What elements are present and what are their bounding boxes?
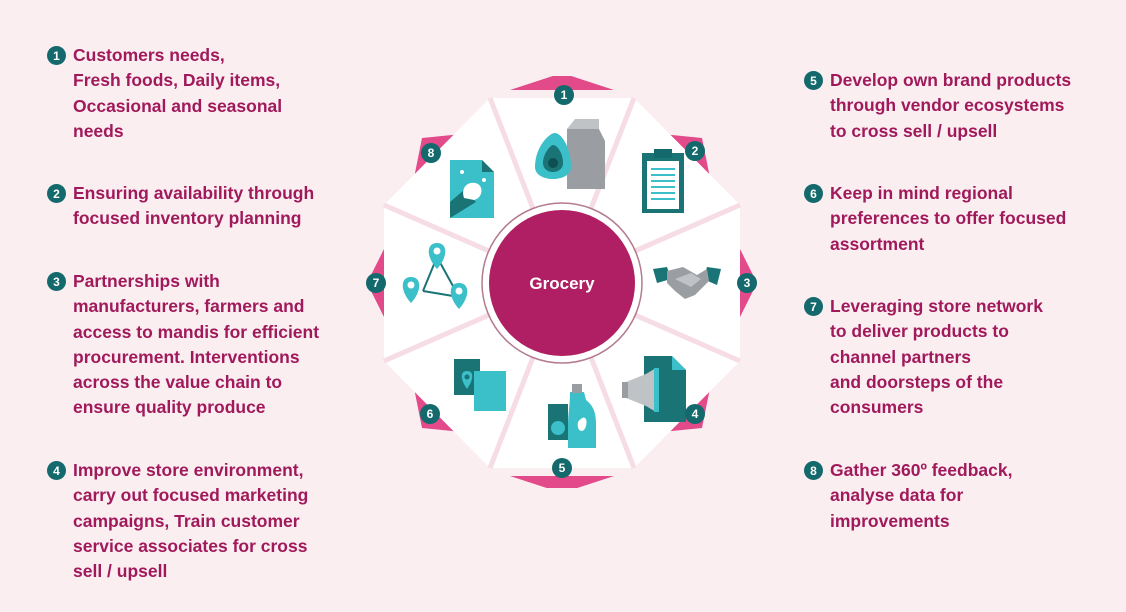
list-item: 1 Customers needs, Fresh foods, Daily it… [47, 43, 282, 144]
map-pin-icon [454, 359, 506, 411]
step-text: Develop own brand products through vendo… [830, 70, 1072, 141]
step-text: Keep in mind regional preferences to off… [830, 183, 1067, 254]
svg-text:5: 5 [559, 461, 566, 475]
step-number-badge: 6 [804, 184, 823, 203]
list-item: 5 Develop own brand products through ven… [804, 68, 1071, 144]
segment-badge: 7 [366, 273, 386, 293]
segment-badge: 3 [737, 273, 757, 293]
step-text: Gather 360º feedback, analyse data for i… [830, 460, 1013, 531]
svg-text:1: 1 [561, 88, 568, 102]
segment-badge: 2 [685, 141, 705, 161]
step-text: Ensuring availability through focused in… [73, 183, 315, 229]
star-spike [510, 76, 614, 90]
segment-badge: 8 [421, 143, 441, 163]
handshake-icon [653, 267, 721, 299]
segment-badge: 1 [554, 85, 574, 105]
step-text: Customers needs, Fresh foods, Daily item… [73, 45, 283, 141]
step-number-badge: 4 [47, 461, 66, 480]
segment-badge: 5 [552, 458, 572, 478]
list-item: 6 Keep in mind regional preferences to o… [804, 181, 1066, 257]
step-number-badge: 1 [47, 46, 66, 65]
center-circle [489, 210, 635, 356]
svg-text:2: 2 [692, 144, 699, 158]
list-item: 7 Leveraging store network to deliver pr… [804, 294, 1043, 420]
list-item: 2 Ensuring availability through focused … [47, 181, 314, 232]
step-text: Partnerships with manufacturers, farmers… [73, 271, 320, 418]
megaphone-icon [622, 356, 686, 422]
center-label: Grocery [529, 274, 595, 293]
feedback-document-icon [450, 160, 494, 218]
svg-text:6: 6 [427, 407, 434, 421]
step-number-badge: 8 [804, 461, 823, 480]
step-text: Improve store environment, carry out foc… [73, 460, 309, 582]
milk-carton-avocado-icon [535, 119, 605, 189]
step-number-badge: 3 [47, 272, 66, 291]
step-text: Leveraging store network to deliver prod… [830, 296, 1043, 418]
segment-badge: 4 [685, 404, 705, 424]
grocery-wheel-diagram: Grocery 1 2 3 4 5 6 7 [366, 76, 757, 488]
svg-text:7: 7 [373, 276, 380, 290]
clipboard-icon [642, 149, 684, 213]
svg-text:4: 4 [692, 407, 699, 421]
step-number-badge: 7 [804, 297, 823, 316]
segment-badge: 6 [420, 404, 440, 424]
svg-text:3: 3 [744, 276, 751, 290]
location-network-icon [402, 243, 468, 309]
list-item: 3 Partnerships with manufacturers, farme… [47, 269, 319, 421]
step-number-badge: 2 [47, 184, 66, 203]
star-spike [510, 476, 614, 488]
list-item: 8 Gather 360º feedback, analyse data for… [804, 458, 1012, 534]
svg-text:8: 8 [428, 146, 435, 160]
list-item: 4 Improve store environment, carry out f… [47, 458, 308, 584]
detergent-bottle-icon [548, 384, 596, 448]
step-number-badge: 5 [804, 71, 823, 90]
